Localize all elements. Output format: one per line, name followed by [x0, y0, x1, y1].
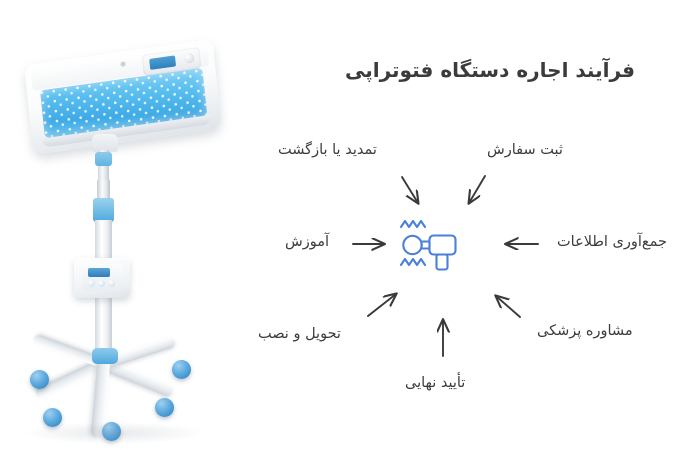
control-button-3 — [108, 280, 115, 287]
page-title: فرآیند اجاره دستگاه فتوتراپی — [345, 58, 635, 82]
diagram-node-consult[interactable]: مشاوره پزشکی — [537, 323, 633, 339]
arrow-delivery — [367, 294, 396, 317]
control-button-2 — [98, 280, 105, 287]
base-caster-wheel — [43, 408, 62, 427]
control-box-face — [83, 264, 123, 291]
lamp-head-assembly — [24, 38, 222, 156]
base-caster-wheel — [155, 398, 174, 417]
diagram-node-info[interactable]: جمع‌آوری اطلاعات — [557, 234, 667, 250]
diagram-node-renew-return[interactable]: تمدید یا بازگشت — [278, 142, 377, 158]
process-diagram: ثبت سفارش تمدید یا بازگشت جمع‌آوری اطلاع… — [240, 120, 700, 430]
base-caster-wheel — [172, 360, 191, 379]
pole-segment-upper — [98, 150, 109, 184]
lamp-lcd-screen — [149, 55, 177, 70]
base-caster-wheel — [102, 422, 121, 441]
phototherapy-device-photo — [0, 30, 260, 444]
diagram-node-delivery[interactable]: تحویل و نصب — [258, 326, 341, 342]
control-button-1 — [88, 280, 95, 287]
device-control-box — [74, 258, 130, 298]
arrow-renew-return — [401, 176, 418, 203]
control-box-lcd — [88, 268, 110, 277]
pole-collar-middle — [93, 198, 114, 222]
floor-shadow — [22, 422, 207, 444]
arrow-order — [469, 175, 486, 203]
pole-collar-upper — [95, 152, 112, 166]
lamp-neck-joint — [92, 134, 118, 152]
lamp-knob — [183, 52, 195, 65]
diagram-node-training[interactable]: آموزش — [285, 234, 329, 250]
arrow-consult — [496, 296, 521, 318]
diagram-node-order[interactable]: ثبت سفارش — [487, 142, 563, 158]
diagram-node-final[interactable]: تأیید نهایی — [405, 375, 466, 391]
diagram-arrows — [352, 175, 539, 357]
therapy-device-icon — [395, 210, 465, 280]
base-hub — [92, 348, 118, 364]
base-caster-wheel — [30, 370, 49, 389]
